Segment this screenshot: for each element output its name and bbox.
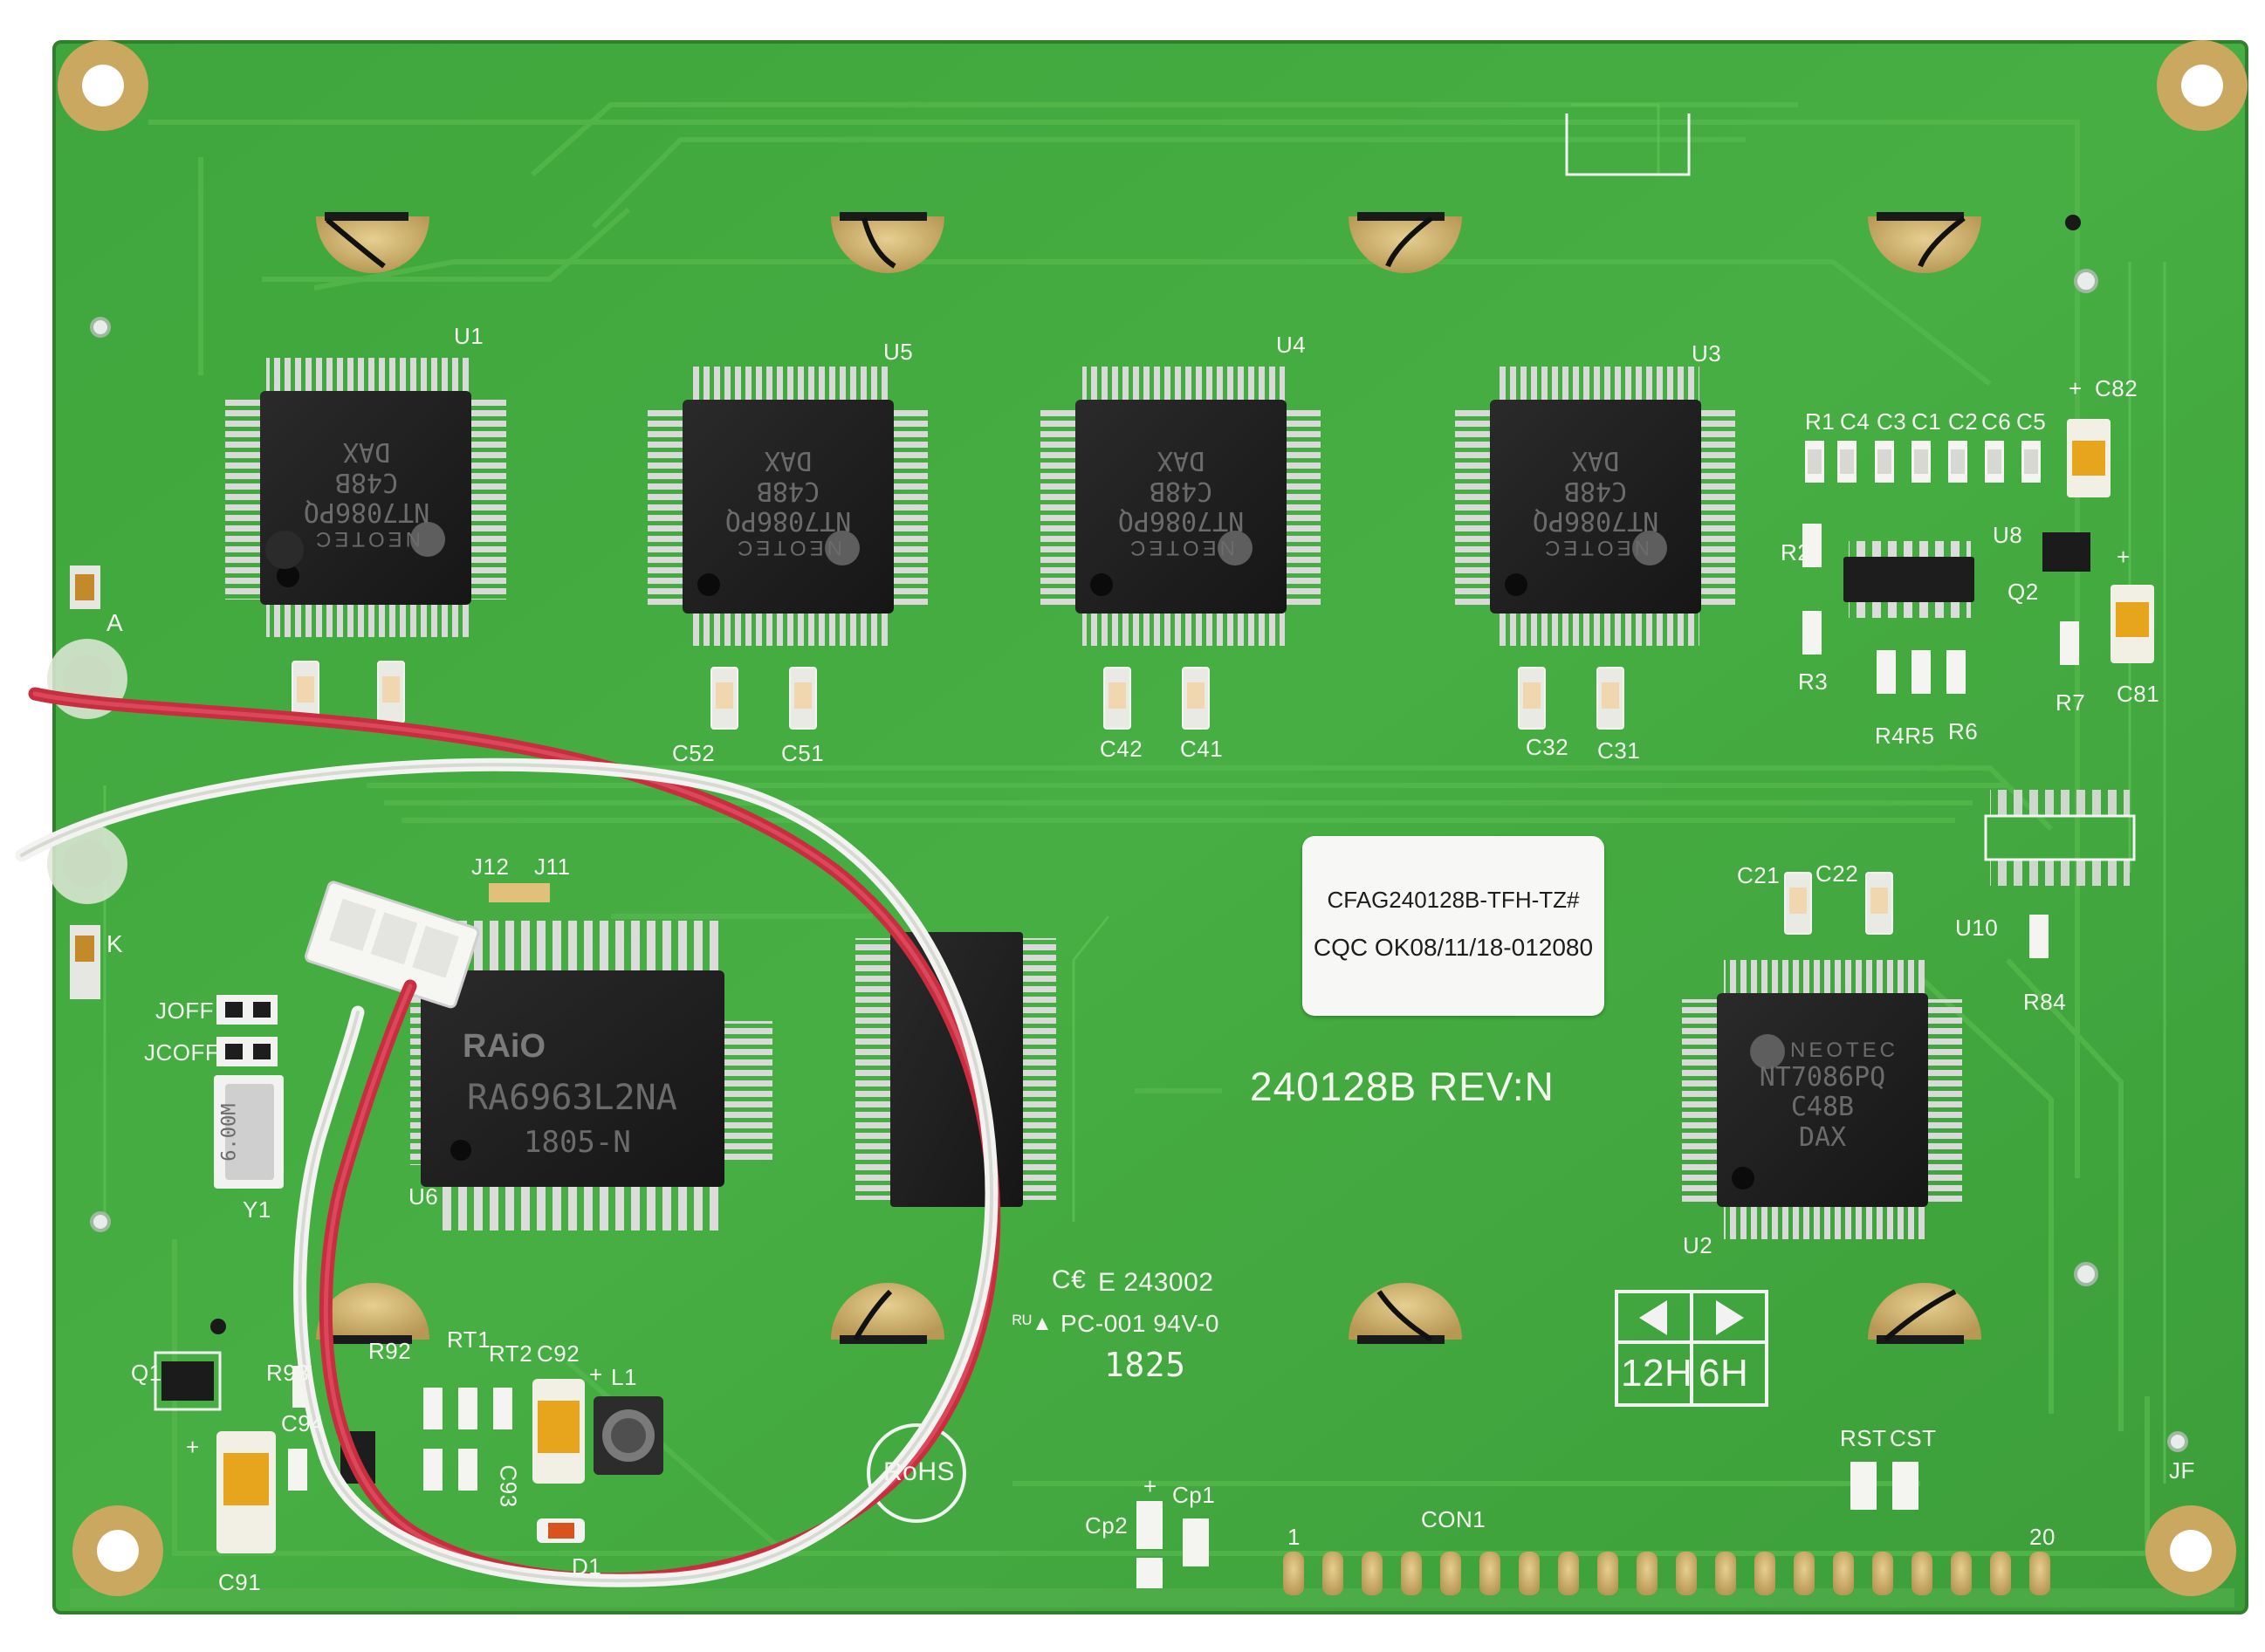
ref-c32: C32 (1526, 734, 1569, 760)
connector-name-label: CON1 (1421, 1506, 1486, 1532)
orientation-6h-label: 6H (1699, 1352, 1749, 1395)
ref-r84: R84 (2023, 989, 2067, 1015)
ref-c41: C41 (1180, 736, 1224, 762)
polarity-c92: + (589, 1361, 603, 1388)
product-label-sticker: CFAG240128B-TFH-TZ# CQC OK08/11/18-01208… (1302, 836, 1604, 1016)
ref-c3: C3 (1877, 408, 1907, 435)
u1-marking: NEOTEC NT7086PQ C48B DAX (303, 436, 430, 552)
ref-rt1: RT1 (447, 1326, 491, 1353)
ref-j11: J11 (534, 853, 571, 880)
ref-c94: C94 (281, 1410, 325, 1436)
ref-c91: C91 (218, 1569, 262, 1595)
ref-r92: R92 (368, 1338, 412, 1364)
ref-j12: J12 (471, 853, 510, 880)
ref-r4r5: R4R5 (1875, 723, 1935, 749)
ref-cp2: Cp2 (1085, 1512, 1129, 1539)
u5-marking: NEOTEC NT7086PQ C48B DAX (724, 445, 852, 560)
backlight-anode-label: A (106, 609, 124, 636)
ref-c31: C31 (1597, 737, 1641, 764)
u3-marking: NEOTEC NT7086PQ C48B DAX (1532, 445, 1659, 560)
ref-u8: U8 (1993, 522, 2023, 548)
date-code-text: 1825 (1104, 1346, 1186, 1384)
ref-l1: L1 (611, 1364, 637, 1390)
polarity-cp: + (1143, 1473, 1157, 1499)
ref-c22: C22 (1815, 860, 1859, 887)
ref-c6: C6 (1981, 408, 2012, 435)
polarity-c81: + (2117, 544, 2131, 570)
y1-frequency: 6.00M (218, 1103, 241, 1162)
ref-c82: C82 (2095, 375, 2138, 401)
ref-u5: U5 (883, 339, 914, 365)
orientation-12h-label: 12H (1621, 1352, 1693, 1395)
ref-u3: U3 (1692, 340, 1722, 367)
ref-cst: CST (1890, 1425, 1937, 1451)
ref-u6: U6 (408, 1183, 439, 1210)
ref-c51: C51 (781, 740, 825, 766)
ref-d1: D1 (572, 1553, 602, 1580)
connector-pin20-label: 20 (2029, 1524, 2056, 1550)
u6-lot-code: 1805-N (524, 1125, 631, 1160)
sticker-cqc-code: CQC OK08/11/18-012080 (1313, 934, 1594, 961)
ref-r7: R7 (2056, 689, 2086, 716)
ref-c42: C42 (1100, 736, 1143, 762)
ref-jcoff: JCOFF (144, 1039, 220, 1066)
u6-part-number: RA6963L2NA (467, 1078, 677, 1118)
pc-rating-text: PC-001 94V-0 (1060, 1310, 1219, 1337)
ref-u10: U10 (1955, 915, 1999, 941)
polarity-c82: + (2069, 375, 2083, 401)
ref-q2: Q2 (2008, 579, 2039, 605)
ref-r1: R1 (1805, 408, 1836, 435)
ref-y1: Y1 (243, 1196, 271, 1223)
ref-c2: C2 (1948, 408, 1979, 435)
connector-pin1-label: 1 (1287, 1524, 1301, 1550)
ref-c5: C5 (2016, 408, 2047, 435)
ref-c92: C92 (537, 1340, 580, 1367)
ref-c81: C81 (2117, 681, 2160, 707)
ref-u2: U2 (1683, 1232, 1713, 1258)
ce-certificate-number: E 243002 (1098, 1268, 1214, 1297)
raio-logo-text: RAiO (463, 1028, 546, 1065)
board-revision-label: 240128B REV:N (1250, 1064, 1555, 1109)
ref-r6: R6 (1948, 718, 1979, 744)
u2-marking: NEOTEC NT7086PQ C48B DAX (1759, 1038, 1898, 1153)
polarity-c91: + (186, 1434, 200, 1460)
ce-mark-symbol: C€ (1052, 1265, 1087, 1294)
ref-c1: C1 (1912, 408, 1942, 435)
ref-u4: U4 (1276, 332, 1307, 358)
ref-u1: U1 (454, 323, 484, 349)
ref-rt2: RT2 (489, 1340, 533, 1367)
ref-c52: C52 (672, 740, 716, 766)
ref-r93: R93 (266, 1360, 310, 1386)
u4-marking: NEOTEC NT7086PQ C48B DAX (1117, 445, 1245, 560)
ref-joff: JOFF (155, 997, 214, 1024)
ref-c93: C93 (495, 1464, 522, 1508)
ref-r3: R3 (1798, 668, 1829, 695)
ref-r2: R2 (1781, 539, 1811, 566)
ref-cp1: Cp1 (1172, 1482, 1216, 1508)
ref-c4: C4 (1840, 408, 1870, 435)
backlight-cathode-label: K (106, 930, 124, 957)
sticker-model-number: CFAG240128B-TFH-TZ# (1327, 887, 1580, 913)
ref-rst: RST (1840, 1425, 1887, 1451)
rohs-mark-text: RoHS (883, 1457, 956, 1486)
ul-mark-symbol: ᴿᵁ▲ (1012, 1312, 1054, 1335)
ref-jf: JF (2169, 1457, 2195, 1484)
ref-q1: Q1 (131, 1360, 162, 1386)
ref-c21: C21 (1737, 862, 1781, 888)
